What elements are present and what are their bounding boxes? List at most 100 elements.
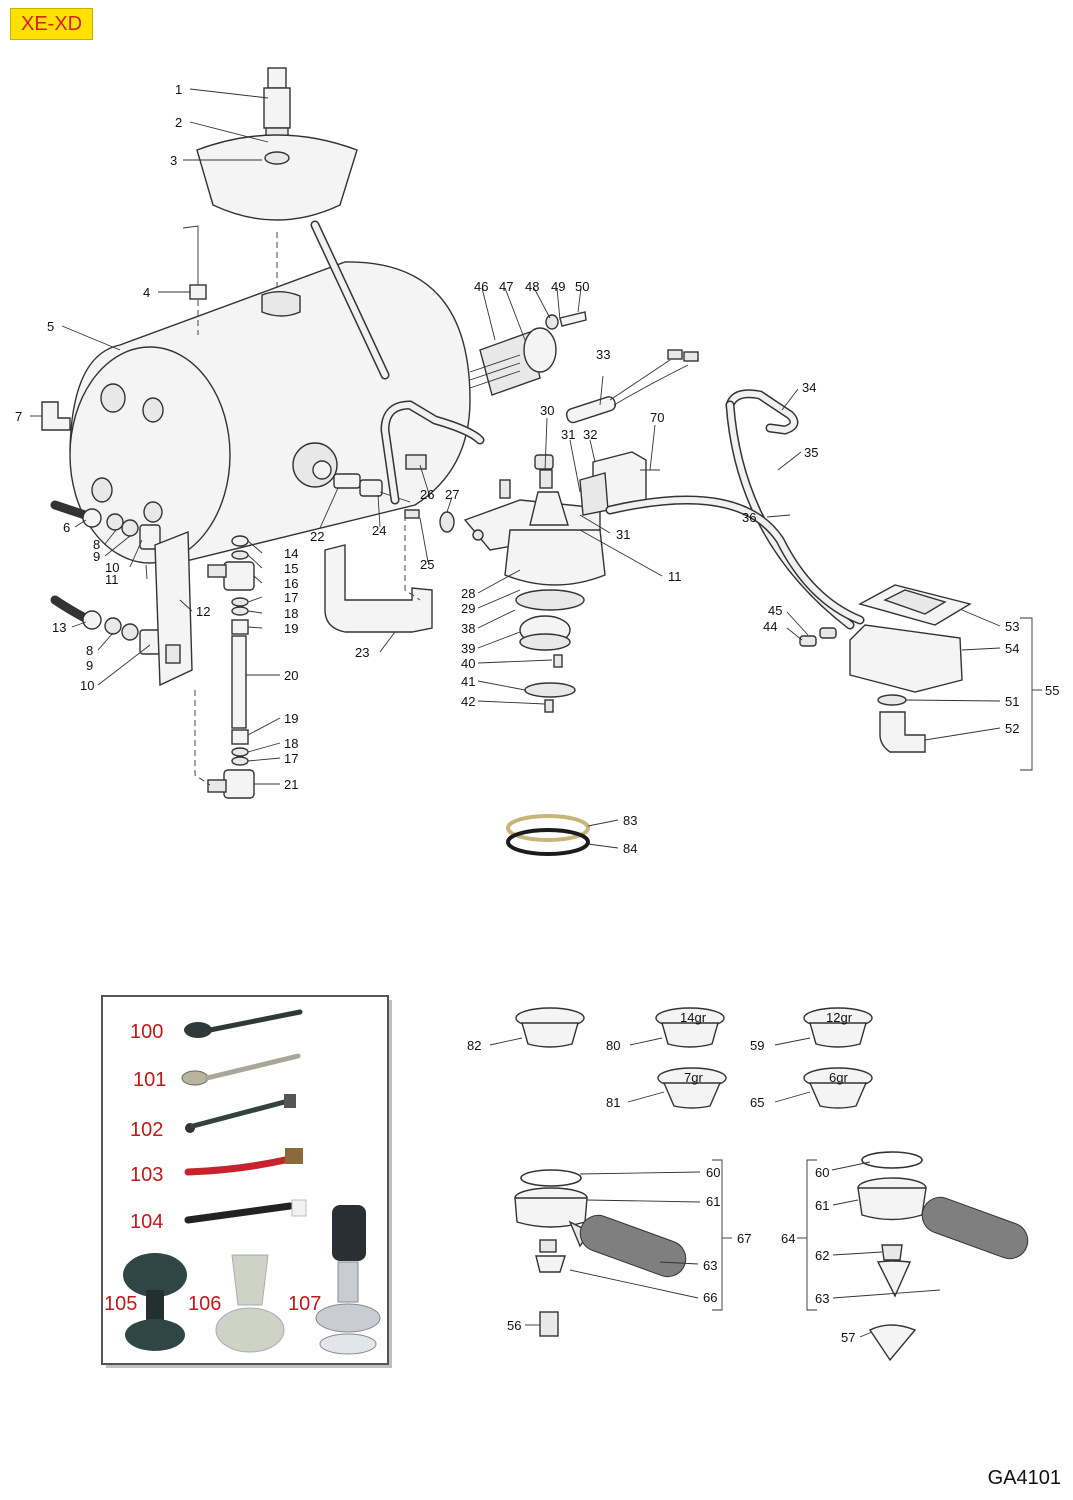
label-45: 45	[768, 603, 782, 618]
label-6: 6	[63, 520, 70, 535]
label-36: 36	[742, 510, 756, 525]
label-104: 104	[130, 1211, 163, 1233]
label-25: 25	[420, 557, 434, 572]
label-56: 56	[507, 1318, 521, 1333]
label-53: 53	[1005, 619, 1019, 634]
label-66: 66	[703, 1290, 717, 1305]
label-11b: 11	[668, 569, 682, 584]
label-8b: 8	[86, 643, 93, 658]
label-40: 40	[461, 656, 475, 671]
model-tag: XE-XD	[10, 8, 94, 40]
label-10a: 10	[105, 560, 119, 575]
filter-baskets: 14gr 12gr 7gr 6gr	[515, 1007, 873, 1109]
leader-lines	[30, 88, 1042, 849]
label-47: 47	[499, 279, 513, 294]
label-102: 102	[130, 1119, 163, 1141]
label-63a: 63	[703, 1258, 717, 1273]
accessories-panel	[101, 995, 392, 1368]
label-33: 33	[596, 347, 610, 362]
label-62: 62	[815, 1248, 829, 1263]
group-head	[463, 469, 606, 713]
label-63b: 63	[815, 1291, 829, 1306]
filter-leaders	[489, 1037, 811, 1103]
drawing-code: GA4101	[987, 1467, 1061, 1489]
portafilter-double	[514, 1169, 687, 1337]
label-9b: 9	[86, 658, 93, 673]
bracket	[324, 544, 433, 633]
drain-pipes	[605, 389, 865, 647]
label-15: 15	[284, 561, 298, 576]
label-44: 44	[763, 619, 777, 634]
label-59: 59	[750, 1038, 764, 1053]
label-60a: 60	[706, 1165, 720, 1180]
label-41: 41	[461, 674, 475, 689]
sight-glass	[194, 535, 255, 799]
label-82: 82	[467, 1038, 481, 1053]
label-19a: 19	[284, 621, 298, 636]
label-23: 23	[355, 645, 369, 660]
label-7: 7	[15, 409, 22, 424]
label-1: 1	[175, 82, 182, 97]
label-38: 38	[461, 621, 475, 636]
label-61b: 61	[815, 1198, 829, 1213]
portafilter-labels: 60 61 63 66 67 56 60 61 62 63 64 57	[507, 1165, 855, 1345]
fittings-left	[50, 500, 193, 687]
label-81: 81	[606, 1095, 620, 1110]
label-31a: 31	[561, 427, 575, 442]
label-52: 52	[1005, 721, 1019, 736]
label-30: 30	[540, 403, 554, 418]
temperature-sensor	[565, 349, 699, 424]
label-57: 57	[841, 1330, 855, 1345]
part-labels: 1 2 3 4 5 7 6 8 9 10 11 13 8 9 10 12 14 …	[15, 82, 1059, 856]
portafilter-single	[857, 1151, 1029, 1362]
label-67: 67	[737, 1231, 751, 1246]
expansion-bowl	[196, 67, 390, 380]
label-26: 26	[420, 487, 434, 502]
label-31b: 31	[616, 527, 630, 542]
label-84: 84	[623, 841, 637, 856]
label-46: 46	[474, 279, 488, 294]
label-24: 24	[372, 523, 386, 538]
label-54: 54	[1005, 641, 1019, 656]
gaskets	[506, 814, 590, 856]
label-4: 4	[143, 285, 150, 300]
label-100: 100	[130, 1021, 163, 1043]
label-49: 49	[551, 279, 565, 294]
filter-81-mark: 7gr	[684, 1070, 703, 1085]
label-105: 105	[104, 1293, 137, 1315]
label-101: 101	[133, 1069, 166, 1091]
label-65: 65	[750, 1095, 764, 1110]
heating-element	[469, 311, 587, 396]
label-18a: 18	[284, 606, 298, 621]
label-106: 106	[188, 1293, 221, 1315]
accessory-labels: 100 101 102 103 104 105 106 107	[104, 1021, 321, 1315]
label-8a: 8	[93, 537, 100, 552]
label-16: 16	[284, 576, 298, 591]
label-50: 50	[575, 279, 589, 294]
elbow-7	[41, 401, 71, 431]
filter-65-mark: 6gr	[829, 1070, 848, 1085]
label-29: 29	[461, 601, 475, 616]
label-11: 11	[105, 572, 119, 587]
label-5: 5	[47, 319, 54, 334]
solenoid-valve	[534, 451, 660, 516]
label-61a: 61	[706, 1194, 720, 1209]
filter-59-mark: 12gr	[826, 1010, 853, 1025]
label-64: 64	[781, 1231, 795, 1246]
label-35: 35	[804, 445, 818, 460]
portafilter-leaders	[525, 1159, 941, 1338]
label-83: 83	[623, 813, 637, 828]
label-22: 22	[310, 529, 324, 544]
label-21: 21	[284, 777, 298, 792]
label-28: 28	[461, 586, 475, 601]
label-19b: 19	[284, 711, 298, 726]
label-2: 2	[175, 115, 182, 130]
label-34: 34	[802, 380, 816, 395]
label-17b: 17	[284, 751, 298, 766]
label-14: 14	[284, 546, 298, 561]
label-80: 80	[606, 1038, 620, 1053]
label-51: 51	[1005, 694, 1019, 709]
filter-80-mark: 14gr	[680, 1010, 707, 1025]
